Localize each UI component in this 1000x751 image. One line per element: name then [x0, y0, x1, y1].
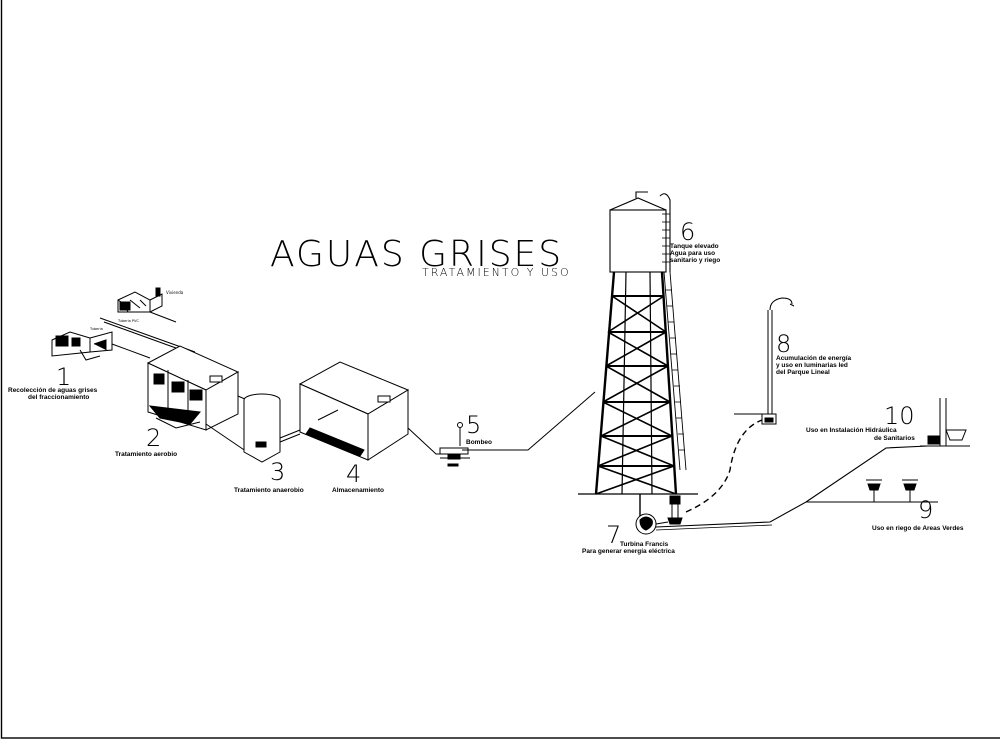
- step-7-label-line-2: Para generar energía eléctrica: [582, 548, 675, 555]
- step-5-number: 5: [466, 411, 481, 439]
- step-8-label-line-1: Acumulación de energía: [776, 355, 852, 362]
- francis-turbine: [635, 495, 683, 535]
- sprinklers: [866, 479, 918, 502]
- pipe-7-9: [655, 501, 938, 528]
- step-4-number: 4: [346, 460, 361, 488]
- step-3-number: 3: [270, 458, 285, 486]
- electric-cable: [685, 419, 763, 513]
- svg-text:Tuberia PVC: Tuberia PVC: [117, 319, 139, 323]
- step-7-label-line-1: Turbina Francis: [620, 541, 669, 548]
- pipe-5-6: [462, 391, 596, 451]
- step-6-number: 6: [680, 218, 695, 246]
- step-9-number: 9: [918, 496, 933, 524]
- aerobic-treatment-unit: [146, 345, 257, 431]
- step-4-label: Almacenamiento: [332, 487, 384, 494]
- step-8-number: 8: [776, 330, 791, 358]
- step-10-number: 10: [884, 402, 915, 430]
- diagram-title: AGUAS GRISES: [270, 234, 563, 275]
- step-6-label-line-3: sanitario y riego: [670, 257, 720, 264]
- step-5-label: Bombeo: [466, 439, 492, 446]
- step-6-label-line-1: Tanque elevado: [670, 243, 719, 250]
- pipe-7-9b: [655, 524, 773, 531]
- elevated-tank-tower: [578, 191, 698, 520]
- step-1-number: 1: [56, 363, 71, 391]
- step-7-number: 7: [606, 521, 621, 549]
- anaerobic-tank: [243, 393, 301, 463]
- step-numbers: 1 2 3 4 5 6 7 8 9 10: [56, 218, 933, 549]
- step-1-label-line-1: Recolección de aguas grises: [8, 387, 98, 394]
- step-3-label: Tratamiento anaerobio: [234, 487, 304, 494]
- pump: [439, 422, 470, 467]
- step-9-label: Uso en riego de Areas Verdes: [872, 525, 964, 532]
- pipe-4-5: [407, 427, 442, 455]
- step-2-number: 2: [146, 424, 161, 452]
- houses-collection: Vivienda Tuberia PVC Tuberia: [51, 287, 199, 361]
- step-1-label-line-2: del fraccionamiento: [28, 394, 89, 401]
- step-8-label-line-3: del Parque Lineal: [776, 369, 830, 376]
- diagram-subtitle: TRATAMIENTO Y USO: [422, 266, 571, 279]
- step-10-label-line-2: de Sanitarios: [874, 435, 915, 442]
- step-labels: Recolección de aguas grises del fraccion…: [8, 243, 964, 555]
- sanitary-fixture: [920, 398, 970, 447]
- step-8-label-line-2: y uso en luminarias led: [776, 362, 848, 369]
- svg-text:Vivienda: Vivienda: [166, 290, 184, 295]
- step-2-label: Tratamiento aerobio: [115, 451, 177, 458]
- street-lamp: [734, 297, 795, 425]
- pipe-to-10: [805, 445, 929, 503]
- svg-text:Tuberia: Tuberia: [89, 327, 103, 331]
- step-6-label-line-2: Agua para uso: [670, 250, 715, 257]
- storage-tank: [298, 361, 410, 461]
- step-10-label-line-1: Uso en Instalación Hidráulica: [806, 427, 897, 434]
